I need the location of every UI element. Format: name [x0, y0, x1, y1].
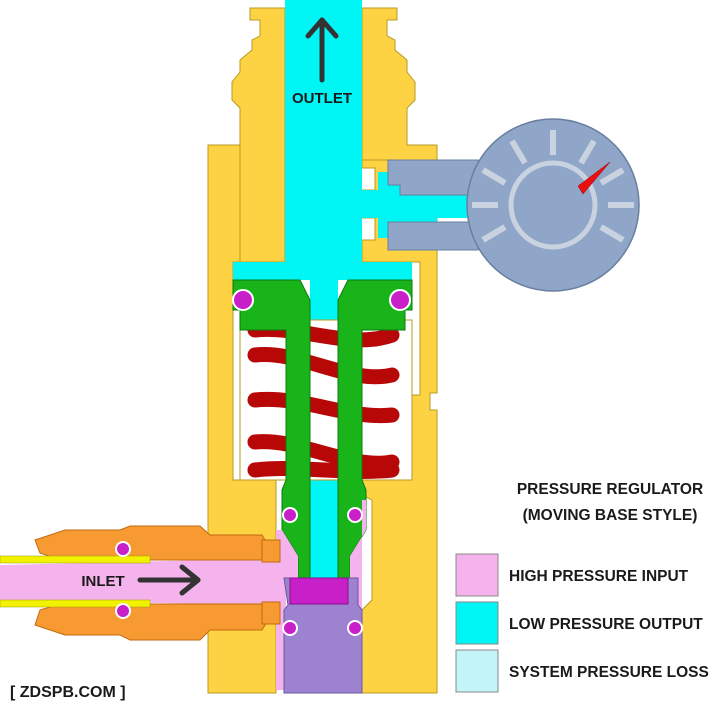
- spring-coil-2: [247, 347, 400, 385]
- gauge-inner-ring: [508, 160, 598, 250]
- legend-label: SYSTEM PRESSURE LOSS: [509, 664, 709, 681]
- spring-coil-4: [247, 434, 400, 471]
- legend-swatch: [455, 601, 499, 645]
- piston: [232, 279, 311, 581]
- pressure-gauge: [466, 118, 640, 292]
- o-ring-stem-right: [347, 507, 363, 523]
- outlet-label: OUTLET: [292, 90, 352, 107]
- spring-coil-3: [247, 391, 400, 424]
- legend-item-pressure-loss: SYSTEM PRESSURE LOSS: [455, 649, 709, 693]
- inlet-tube-top: [0, 555, 151, 564]
- upper-chamber: [233, 262, 412, 280]
- legend-label: HIGH PRESSURE INPUT: [509, 568, 689, 585]
- o-ring-seat-right: [347, 620, 363, 636]
- o-rings: [115, 289, 411, 636]
- gauge-port-housing: [387, 159, 479, 196]
- fitting-collar-bottom: [261, 601, 281, 625]
- o-ring-inlet-bottom: [115, 603, 131, 619]
- legend-swatch: [455, 553, 499, 597]
- o-ring-piston-right: [389, 289, 411, 311]
- diagram-title-line1: PRESSURE REGULATOR: [517, 481, 703, 498]
- o-ring-piston-left: [232, 289, 254, 311]
- inlet-fitting: [0, 525, 281, 641]
- seat-pad: [289, 577, 349, 605]
- gauge-ticks: [472, 130, 634, 243]
- seat-block: [283, 577, 363, 694]
- legend-swatch: [455, 649, 499, 693]
- outlet-arrow-icon: [305, 17, 339, 83]
- legend-item-low-pressure: LOW PRESSURE OUTPUT: [455, 601, 703, 645]
- gauge-needle-icon: [577, 161, 611, 195]
- site-credit: [ ZDSPB.COM ]: [10, 684, 126, 701]
- seat-base: [283, 577, 363, 694]
- inlet-tube-bottom: [0, 599, 151, 608]
- o-ring-stem-left: [282, 507, 298, 523]
- inlet-label: INLET: [81, 573, 124, 590]
- fitting-collar-top: [261, 539, 281, 563]
- inlet-arrow-icon: [137, 564, 201, 596]
- gauge-face: [466, 118, 640, 292]
- o-ring-inlet-top: [115, 541, 131, 557]
- o-ring-seat-left: [282, 620, 298, 636]
- legend: HIGH PRESSURE INPUT LOW PRESSURE OUTPUT …: [455, 553, 709, 693]
- diagram-title-line2: (MOVING BASE STYLE): [523, 507, 698, 524]
- legend-item-high-pressure: HIGH PRESSURE INPUT: [455, 553, 689, 597]
- legend-label: LOW PRESSURE OUTPUT: [509, 616, 703, 633]
- outlet-fitting-right: [361, 7, 438, 161]
- gauge-port-housing-lower: [387, 221, 479, 251]
- spring-coil-5: [247, 461, 400, 479]
